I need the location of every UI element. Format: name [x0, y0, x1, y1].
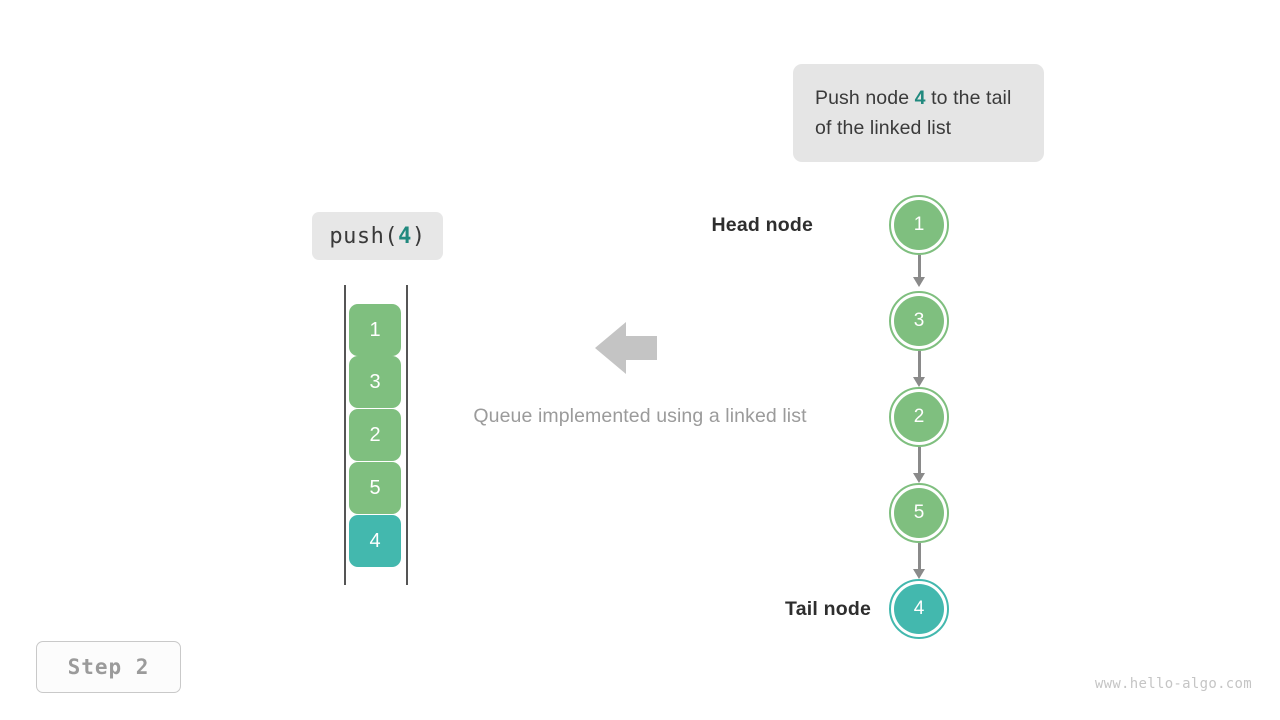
- queue-tile-value: 3: [369, 370, 381, 393]
- node-ring: [889, 195, 949, 255]
- queue-tile: 3: [349, 356, 401, 408]
- linked-list-node: 2: [889, 387, 949, 447]
- queue-tile: 5: [349, 462, 401, 514]
- linked-list-container: 1 3 2 5 4: [860, 190, 990, 645]
- node-core: 3: [894, 296, 944, 346]
- operation-name: push(: [329, 223, 399, 249]
- queue-tile-value: 4: [369, 529, 381, 552]
- queue-tile-highlighted: 4: [349, 515, 401, 567]
- callout-highlight-value: 4: [914, 87, 926, 109]
- node-value: 1: [913, 214, 925, 235]
- callout-text-prefix: Push node: [815, 87, 915, 109]
- node-ring: [889, 387, 949, 447]
- linked-list-node: 3: [889, 291, 949, 351]
- watermark: www.hello-algo.com: [1094, 676, 1252, 692]
- tail-node-label: Tail node: [785, 598, 871, 620]
- node-value: 3: [913, 310, 925, 331]
- node-core: 2: [894, 392, 944, 442]
- node-connector-arrow-icon: [912, 351, 926, 387]
- node-ring: [889, 291, 949, 351]
- node-ring: [889, 483, 949, 543]
- queue-tile-value: 5: [369, 476, 381, 499]
- node-value: 2: [913, 406, 925, 427]
- queue-tile-value: 1: [369, 318, 381, 341]
- node-core: 1: [894, 200, 944, 250]
- node-connector-arrow-icon: [912, 543, 926, 579]
- callout-box: Push node 4 to the tail of the linked li…: [793, 64, 1044, 162]
- operation-argument: 4: [398, 223, 412, 249]
- queue-rail-right: [406, 285, 408, 585]
- node-connector-arrow-icon: [912, 255, 926, 287]
- queue-rail-left: [344, 285, 346, 585]
- queue-tile-value: 2: [369, 423, 381, 446]
- node-core: 4: [894, 584, 944, 634]
- node-value: 4: [913, 598, 925, 619]
- queue-tile: 2: [349, 409, 401, 461]
- diagram-caption: Queue implemented using a linked list: [473, 405, 807, 427]
- queue-container: 1 3 2 5 4: [344, 285, 410, 585]
- callout-text-suffix: to the tail of the linked list: [815, 87, 1012, 139]
- linked-list-node: 5: [889, 483, 949, 543]
- linked-list-node: 1: [889, 195, 949, 255]
- head-node-label: Head node: [711, 214, 813, 236]
- arrow-left-icon: [595, 320, 657, 381]
- step-badge: Step 2: [36, 641, 181, 693]
- node-core: 5: [894, 488, 944, 538]
- linked-list-node-highlighted: 4: [889, 579, 949, 639]
- operation-close-paren: ): [411, 223, 426, 249]
- node-connector-arrow-icon: [912, 447, 926, 483]
- node-value: 5: [913, 502, 925, 523]
- operation-chip: push(4): [312, 212, 443, 260]
- queue-tile: 1: [349, 304, 401, 356]
- node-ring: [889, 579, 949, 639]
